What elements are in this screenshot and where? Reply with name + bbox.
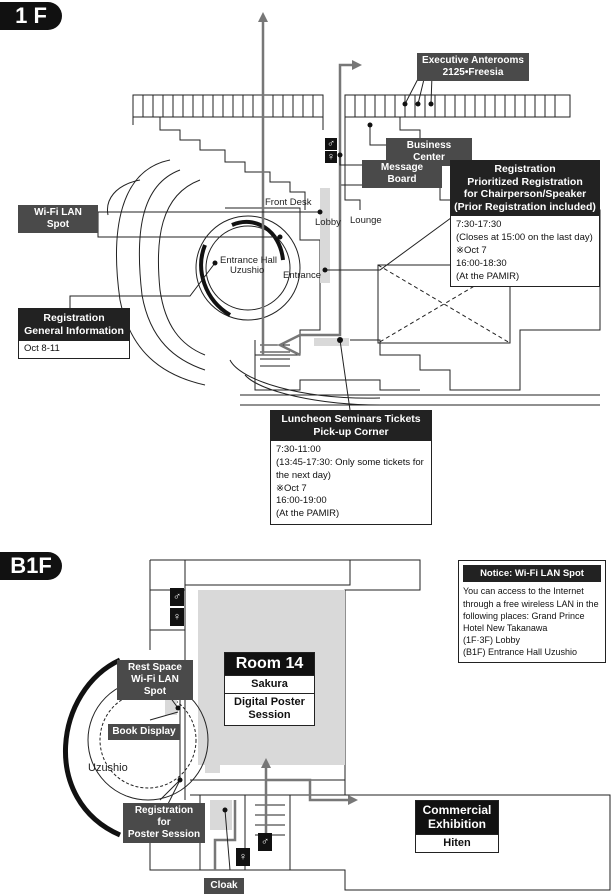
commercial-exhibition-name: Hiten	[416, 833, 498, 852]
b1f-uzushio-rotunda	[62, 657, 209, 838]
room-14-name: Sakura	[225, 675, 314, 693]
restroom-icon: ♂	[325, 138, 337, 150]
restroom-icon: ♀	[325, 151, 337, 163]
wifi-notice-body: You can access to the Internet through a…	[463, 586, 599, 658]
wifi-notice-box: Notice: Wi-Fi LAN Spot You can access to…	[458, 560, 606, 664]
restroom-icon: ♂	[170, 588, 184, 606]
lobby-label: Lobby	[315, 217, 341, 228]
registration-prioritized: Registration Prioritized Registration fo…	[450, 160, 600, 288]
uzushio-label-1f: Uzushio	[230, 265, 265, 276]
registration-general-info: Registration General Information Oct 8-1…	[18, 308, 130, 359]
floor-badge-b1f: B1F	[0, 552, 62, 580]
restroom-icon: ♀	[236, 848, 250, 866]
restroom-icon: ♀	[170, 608, 184, 626]
executive-anterooms-label: Executive Anterooms 2125•Freesia	[417, 53, 529, 81]
room-14-card: Room 14 Sakura Digital Poster Session	[224, 652, 315, 726]
wifi-notice-title: Notice: Wi-Fi LAN Spot	[463, 565, 601, 583]
entrance-hall-label: Entrance Hall	[220, 255, 278, 266]
lounge-label: Lounge	[350, 215, 382, 226]
1f-ticket-corner-highlight	[314, 338, 349, 346]
b1f-location-dots	[175, 705, 228, 813]
uzushio-label-b1f: Uzushio	[88, 762, 128, 774]
1f-entrance-hall-rotunda	[195, 215, 301, 321]
room-14-use: Digital Poster Session	[225, 693, 314, 724]
1f-route-arrows	[261, 18, 356, 357]
arrow-right-icon	[266, 778, 350, 802]
wifi-lan-spot-label-1f: Wi-Fi LAN Spot	[18, 205, 98, 233]
b1f-cloak-highlight	[210, 800, 232, 830]
commercial-exhibition-title: Commercial Exhibition	[416, 801, 498, 834]
1f-lobby-highlight	[320, 188, 330, 283]
luncheon-ticket-corner: Luncheon Seminars Tickets Pick-up Corner…	[270, 410, 432, 526]
corridor-room-dividers	[142, 95, 556, 117]
1f-top-corridor	[132, 94, 571, 140]
room-14-title: Room 14	[225, 653, 314, 675]
registration-poster-label: Registration for Poster Session	[123, 803, 205, 843]
book-display-label: Book Display	[108, 724, 180, 740]
1f-leader-lines	[69, 74, 456, 411]
1f-location-dots	[212, 101, 434, 343]
front-desk-label: Front Desk	[265, 197, 312, 208]
arrow-right-icon	[277, 63, 356, 357]
cloak-label: Cloak	[204, 878, 244, 894]
message-board-label: Message Board	[362, 160, 442, 188]
1f-curved-garden-walls	[106, 159, 600, 406]
commercial-exhibition-card: Commercial Exhibition Hiten	[415, 800, 499, 853]
rest-space-label: Rest Space Wi-Fi LAN Spot	[117, 660, 193, 700]
entrance-label: Entrance	[283, 270, 322, 281]
b1f-route-arrows	[213, 765, 350, 870]
floor-badge-1f: 1 F	[0, 2, 62, 30]
restroom-icon: ♂	[258, 833, 272, 851]
